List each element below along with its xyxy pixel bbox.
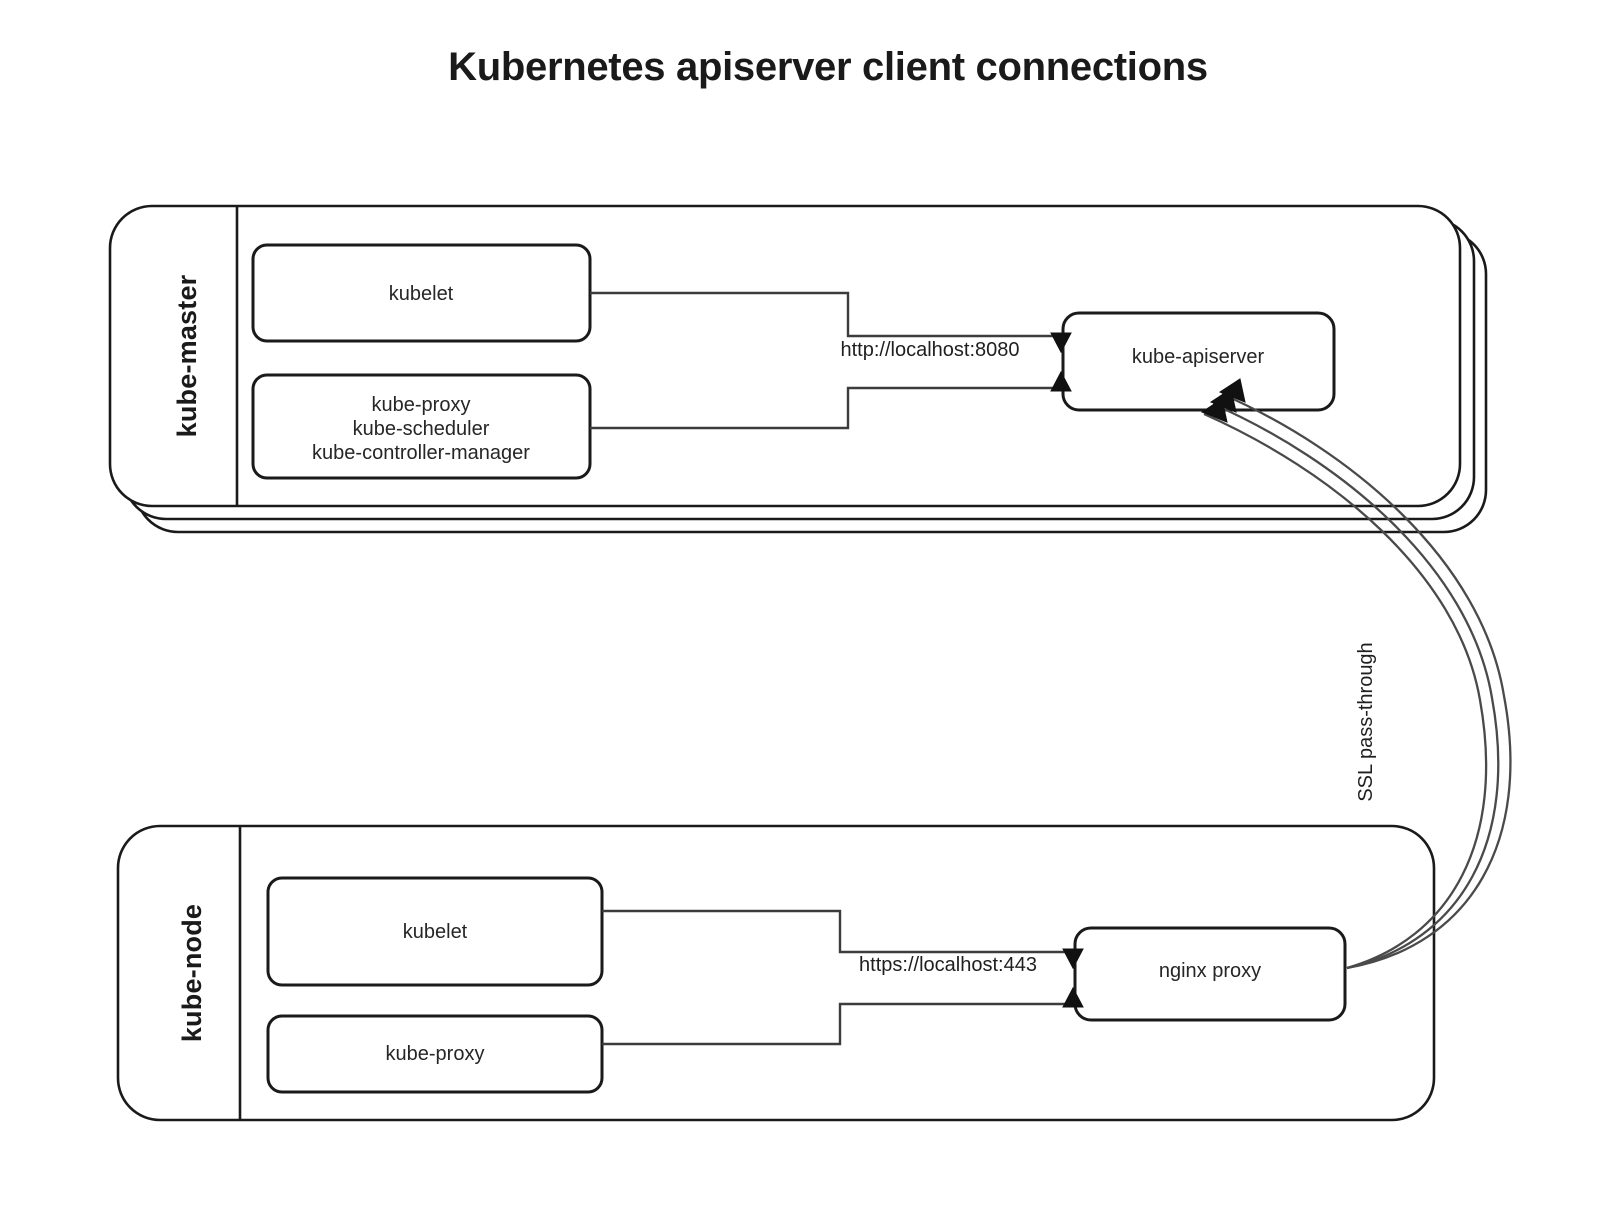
node-kubelet-label: kubelet — [403, 921, 468, 943]
kube-apiserver-box[interactable] — [1061, 311, 1336, 412]
nginx-proxy-label: nginx proxy — [1159, 960, 1261, 982]
master-controlplane-box[interactable] — [251, 373, 592, 480]
ssl-curve-2 — [1212, 402, 1500, 970]
node-kube-proxy-label: kube-proxy — [386, 1043, 485, 1065]
node-kube-proxy-box[interactable] — [266, 1014, 604, 1094]
arrowhead-nginx-up — [1062, 986, 1084, 1008]
nginx-proxy-box[interactable] — [1073, 926, 1347, 1022]
arrowhead-ssl-3 — [1218, 378, 1246, 403]
edge-master-controlplane-path — [590, 386, 1060, 430]
node-kube-apiserver[interactable]: kube-apiserver — [1061, 311, 1336, 412]
node-master-controlplane[interactable]: kube-proxy kube-scheduler kube-controlle… — [251, 373, 592, 480]
kube-apiserver-label: kube-apiserver — [1132, 346, 1265, 368]
zone-label-kube-node: kube-node — [177, 904, 207, 1042]
edge-node-kubeproxy-path — [602, 1002, 1072, 1046]
arrowhead-apiserver-up — [1050, 370, 1072, 392]
edge-master-controlplane-to-apiserver — [590, 370, 1072, 430]
edge-label-https: https://localhost:443 — [859, 954, 1037, 976]
edge-label-ssl-pass-through: SSL pass-through — [1355, 642, 1377, 801]
master-controlplane-line-2: kube-scheduler — [353, 418, 490, 440]
arrowhead-apiserver-down — [1050, 332, 1072, 354]
node-nginx-proxy[interactable]: nginx proxy — [1073, 926, 1347, 1022]
zone-label-kube-master: kube-master — [172, 274, 202, 437]
edge-node-kubeproxy-to-nginx — [602, 986, 1084, 1046]
node-master-kubelet[interactable]: kubelet — [251, 243, 592, 343]
edge-master-kubelet-path — [590, 291, 1060, 338]
ssl-curve-1 — [1203, 412, 1488, 970]
page-title: Kubernetes apiserver client connections — [448, 45, 1208, 89]
arrowhead-nginx-down — [1062, 948, 1084, 970]
node-node-kubelet[interactable]: kubelet — [266, 876, 604, 987]
edge-label-http: http://localhost:8080 — [840, 339, 1019, 361]
master-kubelet-label: kubelet — [389, 283, 454, 305]
node-node-kube-proxy[interactable]: kube-proxy — [266, 1014, 604, 1094]
master-controlplane-line-3: kube-controller-manager — [312, 442, 530, 464]
edge-node-kubelet-to-nginx — [602, 909, 1084, 970]
edge-ssl-pass-through: SSL pass-through — [1200, 378, 1512, 970]
node-kubelet-box[interactable] — [266, 876, 604, 987]
edge-master-kubelet-to-apiserver — [590, 291, 1072, 354]
ssl-curve-3 — [1221, 392, 1512, 970]
master-controlplane-line-1: kube-proxy — [372, 394, 471, 416]
edge-node-kubelet-path — [602, 909, 1072, 954]
